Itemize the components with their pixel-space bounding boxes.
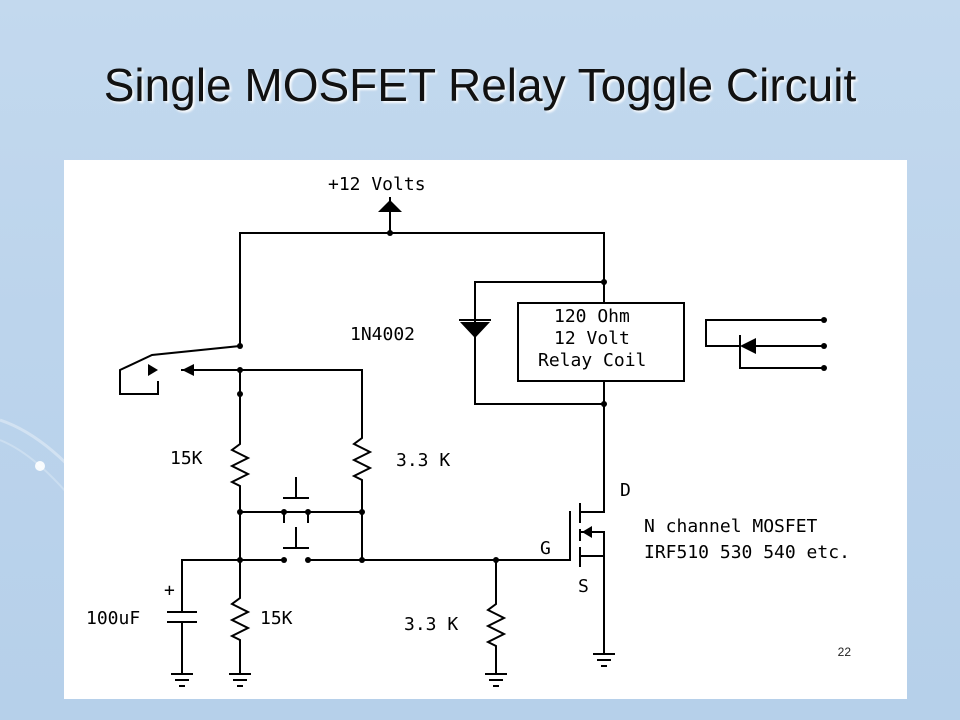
mosfet-gate-label: G xyxy=(540,538,551,559)
mosfet-drain-label: D xyxy=(620,480,631,501)
diode-label: 1N4002 xyxy=(350,324,415,345)
schematic-panel: +12 Volts 1N4002 120 Ohm 12 Volt Relay C… xyxy=(64,160,907,699)
relay-coil-line-1: 120 Ohm xyxy=(554,306,630,327)
page-number: 22 xyxy=(837,645,851,659)
slide-title: Single MOSFET Relay Toggle Circuit xyxy=(103,59,857,111)
resistor-bottom-left-label: 15K xyxy=(260,608,293,629)
mosfet-source-label: S xyxy=(578,576,589,597)
relay-coil-line-3: Relay Coil xyxy=(538,350,646,371)
supply-label: +12 Volts xyxy=(328,174,426,195)
capacitor-label: 100uF xyxy=(86,608,140,629)
relay-coil-line-2: 12 Volt xyxy=(554,328,630,349)
resistor-gate-label: 3.3 K xyxy=(404,614,458,635)
resistor-top-left-label: 15K xyxy=(170,448,203,469)
capacitor-polarity: + xyxy=(164,580,175,601)
mosfet-desc-line-1: N channel MOSFET xyxy=(644,516,818,537)
circuit-schematic: +12 Volts 1N4002 120 Ohm 12 Volt Relay C… xyxy=(86,174,850,687)
mosfet-desc-line-2: IRF510 530 540 etc. xyxy=(644,542,850,563)
resistor-top-mid-label: 3.3 K xyxy=(396,450,450,471)
